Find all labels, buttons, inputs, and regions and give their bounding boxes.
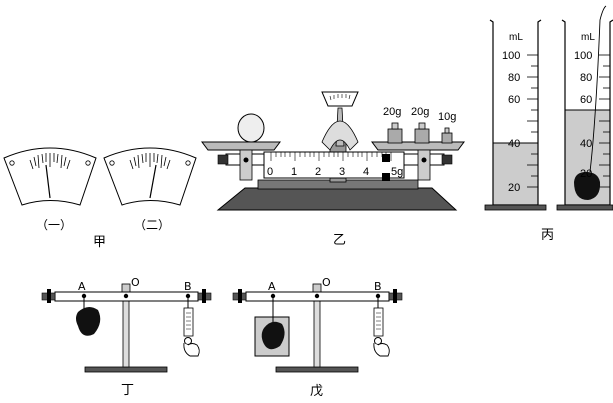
cylinder-left-unit: mL: [509, 32, 523, 43]
lever-wu: A O B: [232, 276, 403, 373]
figure-label-yi: 乙: [333, 233, 346, 248]
weight-label-1: 20g: [383, 106, 401, 118]
figure-label-jia: 甲: [93, 235, 106, 250]
cylinder-left: mL 100 80 60 40 20: [484, 19, 547, 211]
cylinder-left-tick-100: 100: [502, 50, 520, 62]
cylinder-left-tick-20: 20: [508, 182, 520, 194]
scale-tick-5g: 5g: [391, 166, 403, 178]
cylinder-right: mL 100 80 60 40 20: [556, 5, 613, 211]
lever-ding-point-o: O: [131, 276, 140, 289]
cylinder-right-unit: mL: [581, 32, 595, 43]
lever-wu-point-o: O: [322, 276, 331, 289]
lever-wu-point-b: B: [374, 280, 382, 293]
scale-tick-1: 1: [291, 166, 297, 178]
scale-tick-2: 2: [315, 166, 321, 178]
cylinder-left-tick-40: 40: [508, 138, 520, 150]
figure-label-wu: 戊: [310, 384, 323, 399]
dial-one-label: （一）: [36, 218, 72, 232]
balance-scale-labels: 0 1 2 3 4 5g: [267, 166, 403, 178]
dial-two: [103, 147, 197, 206]
figure-label-ding: 丁: [121, 383, 134, 398]
cylinder-left-tick-80: 80: [508, 72, 520, 84]
balance: [201, 91, 465, 211]
weight-label-2: 20g: [411, 106, 429, 118]
weight-label-3: 10g: [438, 111, 456, 123]
cylinder-right-tick-40: 40: [580, 138, 592, 150]
cylinder-right-tick-80: 80: [580, 72, 592, 84]
lever-ding-point-b: B: [184, 280, 192, 293]
weight-labels: 20g 20g 10g: [383, 106, 456, 123]
cylinder-right-tick-100: 100: [574, 50, 592, 62]
lever-wu-point-a: A: [268, 280, 276, 293]
lever-ding-point-a: A: [78, 280, 86, 293]
cylinder-left-tick-60: 60: [508, 94, 520, 106]
cylinder-right-tick-60: 60: [580, 94, 592, 106]
dial-two-label: （二）: [134, 218, 170, 232]
lever-ding: A O B: [41, 276, 212, 373]
figure-label-bing: 丙: [541, 228, 554, 243]
cylinder-right-tick-20: 20: [580, 168, 592, 180]
scale-tick-3: 3: [339, 166, 345, 178]
dial-one: [3, 147, 97, 206]
scale-tick-0: 0: [267, 166, 273, 178]
scale-tick-4: 4: [363, 166, 369, 178]
